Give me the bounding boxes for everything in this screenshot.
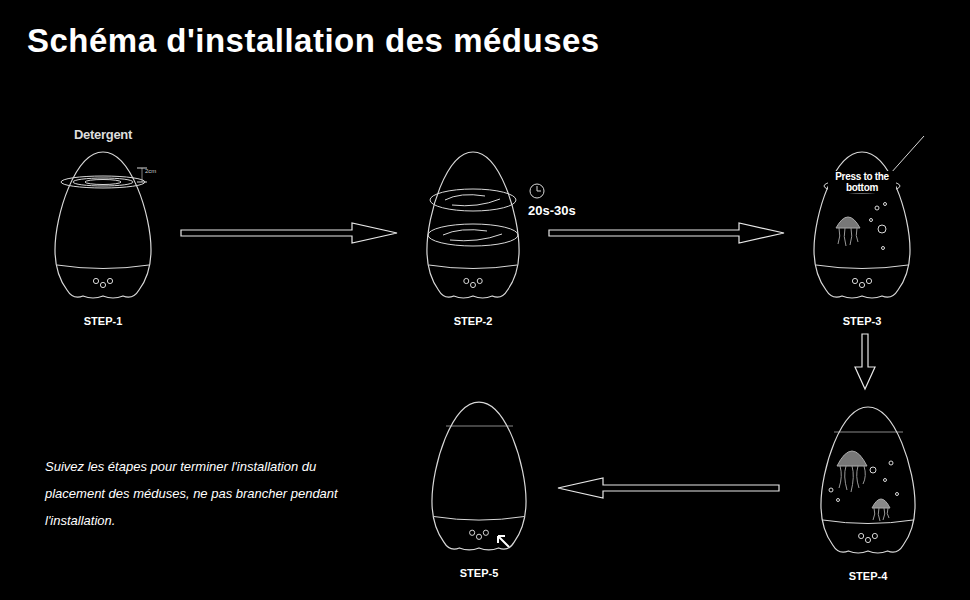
step-label: STEP-3 <box>792 315 932 327</box>
step-label: STEP-1 <box>33 315 173 327</box>
egg-outline <box>425 150 521 300</box>
egg-tank: DetergentSTEP-1 <box>53 150 153 300</box>
note-text: Suivez les étapes pour terminer l'instal… <box>45 453 345 534</box>
flow-arrow <box>181 223 397 243</box>
flow-arrow <box>549 223 784 243</box>
egg-outline <box>819 405 917 555</box>
egg-tank: STEP-4 <box>819 405 917 555</box>
step-label: STEP-4 <box>799 570 937 582</box>
flow-arrow <box>558 478 779 498</box>
egg-tank: STEP-2 <box>425 150 521 300</box>
egg-tank: Press to the bottomSTEP-3 <box>812 150 912 300</box>
time-label: 20s-30s <box>528 203 576 218</box>
dimension-label: 2cm <box>145 168 156 174</box>
step-label: STEP-2 <box>405 315 541 327</box>
flow-arrow <box>855 334 875 389</box>
title: Schéma d'installation des méduses <box>27 22 600 60</box>
heading-label: Detergent <box>33 127 173 142</box>
egg-outline <box>53 150 153 300</box>
step-label: STEP-5 <box>410 567 548 579</box>
egg-outline <box>430 400 528 552</box>
egg-tank: STEP-5 <box>430 400 528 552</box>
instruction-label: Press to the bottom <box>828 171 896 193</box>
